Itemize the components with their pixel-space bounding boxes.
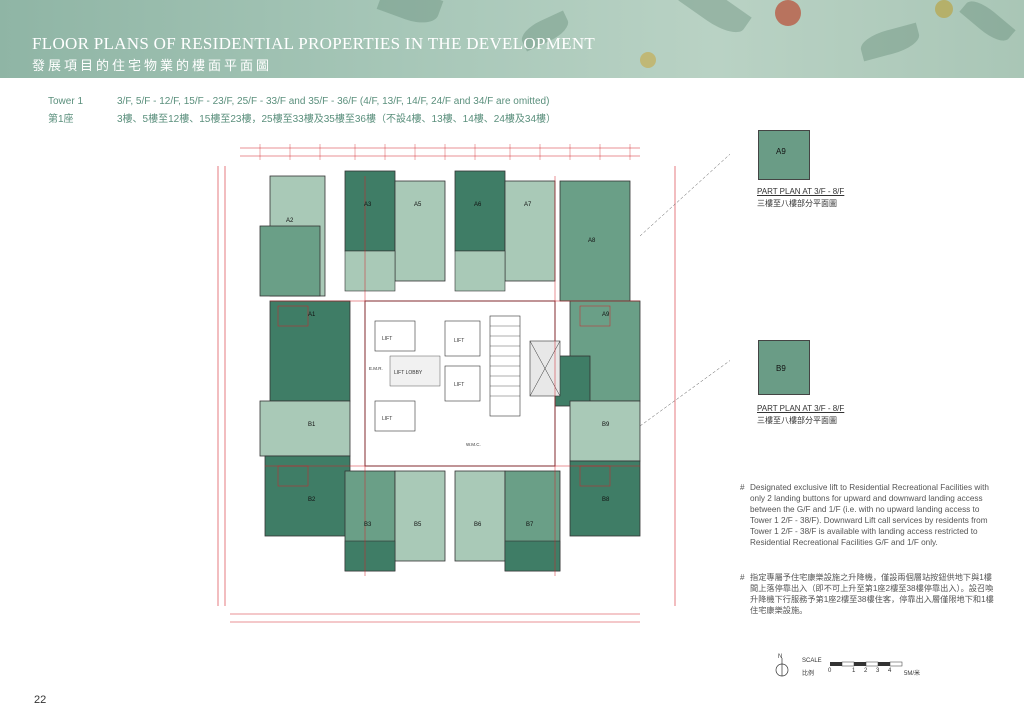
top-units [269, 170, 631, 302]
bottom-units [344, 470, 561, 572]
dimension-ticks [259, 144, 631, 160]
unit-label: A3 [364, 202, 372, 208]
decorative-fruit-icon [640, 52, 656, 68]
note-english: # Designated exclusive lift to Residenti… [740, 482, 995, 548]
unit-label: B1 [308, 422, 316, 428]
note-chinese: # 指定專屬予住宅康樂設施之升降機，僅設兩個層站按鈕供地下與1樓間上落停靠出入（… [740, 572, 995, 616]
page-title: FLOOR PLANS OF RESIDENTIAL PROPERTIES IN… [32, 34, 596, 53]
right-units [539, 300, 641, 537]
part-plan-leader-lines [639, 135, 751, 427]
scale-tick: 0 [828, 668, 832, 674]
unit-label: B2 [308, 497, 316, 503]
tower-label: Tower 1 [48, 96, 84, 107]
decorative-leaf-icon [678, 0, 752, 41]
unit-label: A9 [602, 312, 610, 318]
unit-label: B7 [526, 522, 534, 528]
tower-label-chinese: 第1座 [48, 114, 74, 125]
lift-lobby-label: LIFT LOBBY [394, 370, 423, 376]
red-dimension-marks [265, 176, 640, 576]
unit-label: B5 [414, 522, 422, 528]
part-plan-upper [758, 130, 810, 180]
page-title-chinese: 發展項目的住宅物業的樓面平面圖 [32, 59, 273, 74]
unit-label: A6 [474, 202, 482, 208]
top-dimension-lines [217, 147, 676, 623]
part-plan-title-chinese: 三樓至八樓部分平面圖 [757, 416, 837, 425]
decorative-leaf-icon [959, 0, 1016, 48]
part-plan-title: PART PLAN AT 3/F - 8/F [757, 404, 845, 413]
unit-label: A7 [524, 202, 532, 208]
lift-label: LIFT [454, 382, 464, 388]
floor-range-chinese: 3樓、5樓至12樓、15樓至23樓，25樓至33樓及35樓至36樓（不設4樓、1… [117, 114, 557, 125]
part-plan-title: PART PLAN AT 3/F - 8/F [757, 187, 845, 196]
unit-label: B9 [602, 422, 610, 428]
floor-plan-drawing: LIFT LIFT LIFT LIFT LIFT LOBBY E.M.R. W.… [217, 135, 751, 623]
wmc-label: W.M.C. [466, 442, 481, 447]
part-plan-title-chinese: 三樓至八樓部分平面圖 [757, 199, 837, 208]
decorative-fruit-icon [935, 0, 953, 18]
note-text: Designated exclusive lift to Residential… [750, 483, 989, 547]
note-mark: # [740, 573, 745, 582]
scale-label: SCALE [802, 658, 822, 664]
central-core [364, 300, 561, 467]
north-label: N [778, 654, 783, 660]
scale-tick: 4 [888, 668, 892, 674]
part-plan-lower [758, 340, 810, 395]
unit-label: B3 [364, 522, 372, 528]
unit-label: A2 [286, 218, 294, 224]
unit-label: A1 [308, 312, 316, 318]
lift-label: LIFT [454, 338, 464, 344]
unit-label: B8 [602, 497, 610, 503]
decorative-leaf-icon [376, 0, 444, 30]
floor-range: 3/F, 5/F - 12/F, 15/F - 23/F, 25/F - 33/… [117, 96, 550, 107]
note-text: 指定專屬予住宅康樂設施之升降機，僅設兩個層站按鈕供地下與1樓間上落停靠出入（即不… [750, 573, 994, 615]
unit-label: A5 [414, 202, 422, 208]
part-plan-unit-label: A9 [776, 147, 786, 156]
scale-unit: 5M/米 [904, 671, 921, 677]
note-mark: # [740, 483, 745, 492]
scale-tick: 2 [864, 668, 868, 674]
decorative-leaf-icon [857, 22, 923, 62]
left-units [259, 225, 351, 537]
scale-tick: 3 [876, 668, 880, 674]
emr-label: E.M.R. [369, 366, 383, 371]
unit-label: A8 [588, 238, 596, 244]
floor-plan: LIFT LIFT LIFT LIFT LIFT LOBBY E.M.R. W.… [170, 126, 751, 656]
part-plan-unit-label: B9 [776, 364, 786, 373]
scale-label-chinese: 比例 [802, 671, 815, 677]
scale-bar: N SCALE 比例 0 1 2 3 4 5M/米 [774, 654, 974, 684]
scale-tick: 1 [852, 668, 856, 674]
lift-label: LIFT [382, 336, 392, 342]
lift-label: LIFT [382, 416, 392, 422]
decorative-fruit-icon [775, 0, 801, 26]
page-number: 22 [34, 694, 47, 706]
scale-graphic [775, 658, 903, 677]
header-banner: FLOOR PLANS OF RESIDENTIAL PROPERTIES IN… [0, 0, 1024, 78]
unit-label: B6 [474, 522, 482, 528]
